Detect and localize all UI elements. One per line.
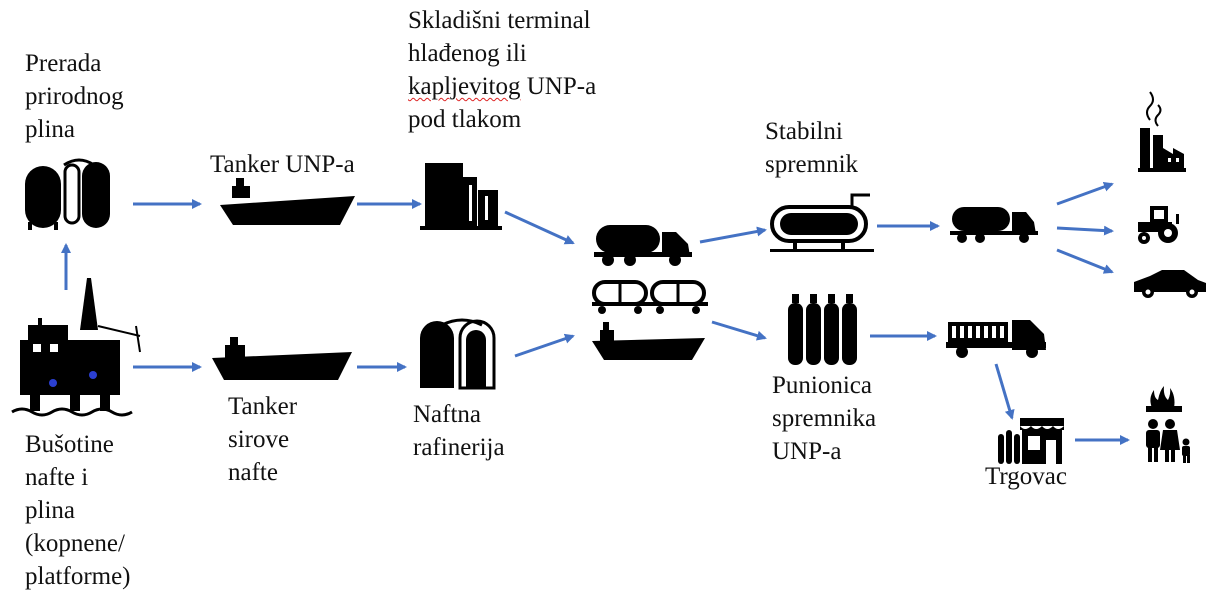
arrow-transport-to-cylinders	[711, 320, 767, 341]
label-line: sirove	[228, 426, 290, 453]
refinery-icon	[420, 318, 496, 390]
arrow-terminal-to-transport	[504, 210, 575, 245]
label-line: Punionica	[772, 372, 872, 399]
label-lpg-tanker: Tanker UNP-a	[210, 151, 355, 178]
lpg-tanker-ship-icon	[220, 178, 355, 225]
label-stable-tank: Stabilni spremnik	[765, 115, 858, 181]
family-icon	[1146, 386, 1190, 463]
arrow-truck-to-car	[1056, 248, 1114, 274]
label-natural-gas-processing: Prerada prirodnog plina	[25, 47, 124, 146]
label-line-rest: UNP-a	[520, 73, 597, 100]
flatbed-truck-icon	[946, 320, 1046, 358]
small-tank-truck-icon	[950, 207, 1038, 243]
label-line: Skladišni terminal	[408, 7, 591, 34]
label-line: prirodnog	[25, 83, 124, 110]
arrow-truck-to-factory	[1056, 182, 1114, 206]
label-line: nafte	[228, 459, 278, 486]
label-line: Prerada	[25, 50, 102, 77]
label-line: hlađenog ili	[408, 40, 527, 67]
label-line: platforme)	[25, 563, 131, 590]
gas-plant-icon	[25, 158, 110, 230]
label-oil-gas-wells: Bušotine nafte i plina (kopnene/platforme)	[25, 428, 131, 593]
label-line: spremnika	[772, 405, 877, 432]
gas-cylinders-icon	[788, 294, 857, 365]
label-line: Naftna	[413, 401, 482, 428]
arrow-refinery-to-transport	[514, 333, 575, 358]
rail-tank-cars-icon	[592, 280, 708, 314]
label-refinery: Naftna rafinerija	[413, 398, 505, 464]
stable-tank-icon	[770, 193, 874, 252]
label-line: Tanker	[228, 393, 298, 420]
label-retailer: Trgovac	[985, 463, 1067, 490]
arrow-truck-to-tractor	[1056, 225, 1114, 236]
shop-icon	[998, 418, 1064, 464]
oil-rig-icon	[11, 278, 141, 417]
crude-tanker-ship-icon	[212, 337, 352, 380]
label-line: spremnik	[765, 151, 859, 178]
label-line: kapljevitog UNP-a	[408, 70, 596, 103]
spellcheck-word: kapljevitog	[408, 73, 521, 100]
storage-terminal-icon	[420, 163, 502, 230]
label-line: (kopnene/	[25, 530, 125, 557]
factory-icon	[1138, 91, 1186, 172]
label-line: UNP-a	[772, 438, 842, 465]
label-line: Bušotine	[25, 431, 114, 458]
label-line: pod tlakom	[408, 106, 522, 133]
arrow-flatbed-to-shop	[994, 363, 1015, 420]
label-line: plina	[25, 116, 75, 143]
label-line: rafinerija	[413, 434, 505, 461]
label-line: Stabilni	[765, 118, 843, 145]
car-icon	[1134, 270, 1206, 298]
arrow-transport-to-stable-tank	[699, 226, 767, 244]
label-storage-terminal: Skladišni terminal hlađenog ili kapljevito…	[408, 4, 596, 136]
label-line: plina	[25, 497, 75, 524]
label-line: nafte i	[25, 464, 89, 491]
barge-icon	[592, 322, 705, 360]
tank-truck-icon	[594, 225, 692, 266]
tractor-icon	[1138, 206, 1179, 244]
label-crude-tanker: Tanker sirove nafte	[228, 390, 297, 489]
